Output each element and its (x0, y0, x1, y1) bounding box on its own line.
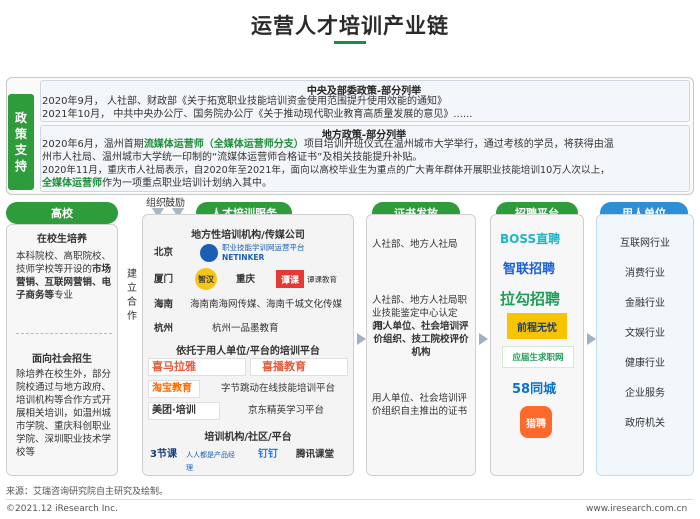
organize-label: 组织 (146, 198, 166, 209)
arrow-right-icon (587, 333, 596, 345)
certificate-item: 人社部、地方人社局职业技能鉴定中心认定的： (372, 295, 468, 332)
build-coop-char: 建 (127, 269, 137, 280)
hangzhou-org: 杭州一品墨教育 (212, 323, 279, 334)
platform-name: 淘宝教育 (152, 383, 192, 394)
gaoxiao-sec1-text: 本科院校、高职院校、技师学校等开设的市场营销、互联网营销、电子商务等专业 (16, 250, 112, 302)
employer-item: 消费行业 (625, 268, 665, 279)
platform-name: 京东精英学习平台 (247, 405, 324, 416)
gaoxiao-sec2-text: 除培养在校生外，部分院校通过与地方政府、培训机构等合作方式开展相关培训，如温州城… (16, 369, 112, 458)
local-policy-text: 作为一项重点职业培训计划纳入其中。 (102, 178, 272, 189)
local-policy-text: 2020年6月，温州首期 (42, 139, 144, 150)
beijing-org: NETINKER (222, 253, 265, 262)
local-policy-line: 2020年11月，重庆市人社局表示，自2020年至2021年，面向以高校毕业生为… (42, 165, 610, 176)
copyright: ©2021.12 iResearch Inc. (6, 504, 118, 514)
recruit-logo: 拉勾招聘 (500, 290, 561, 308)
build-coop-char: 立 (127, 283, 137, 294)
encourage-label: 鼓励 (165, 198, 185, 209)
local-policy-line: 州市人社局、温州城市大学统一印制的“流媒体运营师合格证书”及相关技能提升补贴。 (42, 152, 423, 163)
divider (16, 333, 112, 334)
policy-side-char: 持 (14, 159, 27, 173)
employer-item: 金融行业 (625, 298, 665, 309)
arrow-right-icon (479, 333, 488, 345)
local-policy-line: 2020年6月，温州首期流媒体运营师（全媒体运营师分支）项目培训开班仪式在温州城… (42, 138, 614, 152)
gaoxiao-sec1-text-a: 本科院校、高职院校、技师学校等开设的 (16, 251, 112, 275)
community-logo: 钉钉 (258, 449, 278, 460)
beijing-org: 职业技能学训网运营平台 (222, 243, 305, 252)
certificate-item: 用人单位、社会培训评价组织自主推出的证书 (372, 393, 468, 417)
platform-name: 字节跳动在线技能培训平台 (220, 383, 335, 394)
source-note: 来源：艾瑞咨询研究院自主研究及绘制。 (6, 487, 169, 497)
tanke-logo-icon: 谭课 (276, 270, 304, 288)
platform-name: 喜马拉雅 (152, 360, 196, 373)
zhihan-logo-icon: 智汉 (195, 268, 217, 290)
central-policy-heading: 中央及部委政策-部分列举 (306, 86, 422, 97)
policy-side-label: 政 策 支 持 (8, 94, 34, 190)
certificate-item: 人社部、地方人社局 (372, 239, 458, 250)
recruit-logo: 应届生求职网 (502, 346, 574, 368)
page-title: 运营人才培训产业链 (251, 14, 449, 38)
gaoxiao-sec1-text-b: 市场营销、互联网营销、电子商务等 (16, 264, 112, 301)
certificate-item: 用人单位、社会培训评价组织、技工院校评价机构 (373, 321, 469, 358)
local-policy-text: 项目培训开班仪式在温州城市大学举行，通过考核的学员，将获得由温 (303, 139, 614, 150)
training-panel (142, 214, 354, 476)
employer-item: 文娱行业 (625, 328, 665, 339)
employer-panel (596, 214, 694, 476)
gaoxiao-sec1-text-c: 专业 (54, 290, 74, 301)
city-label: 海南 (154, 299, 174, 310)
city-label: 北京 (154, 247, 174, 258)
local-policy-heading: 地方政策-部分列举 (321, 130, 407, 141)
employer-item: 互联网行业 (620, 238, 670, 249)
footer-divider (6, 499, 694, 500)
platform-name: 喜播教育 (262, 360, 306, 373)
arrow-down-icon (172, 208, 184, 218)
employer-item: 政府机关 (625, 418, 665, 429)
chongqing-org: 谭课教育 (307, 275, 337, 284)
footer-url: www.iresearch.com.cn (586, 504, 688, 514)
gaoxiao-sec2-title: 面向社会招生 (32, 354, 92, 365)
hainan-org: 海南南海网传媒、海南千城文化传媒 (190, 299, 343, 310)
city-label: 重庆 (236, 274, 256, 285)
build-coop-char: 合 (127, 297, 137, 308)
recruit-logo: 前程无忧 (507, 313, 567, 339)
community-logo: 3节课 (150, 449, 177, 460)
title-underline (334, 41, 366, 44)
recruit-logo: 智联招聘 (503, 262, 556, 277)
local-policy-line: 全媒体运营师作为一项重点职业培训计划纳入其中。 (42, 177, 272, 191)
local-policy-box (40, 125, 690, 192)
certificate-panel (366, 214, 476, 476)
city-label: 杭州 (154, 323, 174, 334)
community-logo: 人人都是产品经理 (186, 451, 235, 472)
platform-logo (148, 358, 246, 376)
gaoxiao-sec1-title: 在校生培养 (37, 234, 87, 245)
policy-side-char: 政 (14, 111, 27, 125)
local-policy-highlight: 流媒体运营师（全媒体运营师分支） (143, 139, 304, 150)
netinker-logo-icon (200, 244, 218, 262)
community-logo: 腾讯课堂 (296, 449, 335, 460)
platform-logo (148, 380, 200, 398)
policy-side-char: 策 (14, 127, 27, 141)
arrow-right-icon (357, 333, 366, 345)
platform-logo (148, 402, 220, 420)
gaoxiao-panel (6, 224, 118, 476)
central-policy-line: 2020年9月， 人社部、财政部《关于拓宽职业技能培训资金使用范围提升使用效能的… (42, 96, 447, 107)
build-cooperation-label: 建 立 合 作 (126, 268, 138, 324)
recruit-logo: 猎聘 (520, 406, 552, 438)
employer-item: 企业服务 (625, 388, 665, 399)
central-policy-line: 2021年10月， 中共中央办公厅、国务院办公厅《关于推动现代职业教育高质量发展… (42, 109, 473, 120)
local-policy-highlight: 全媒体运营师 (42, 178, 102, 189)
central-policy-box (40, 80, 690, 122)
platform-logo (250, 358, 348, 376)
platform-name: 美团·培训 (152, 405, 196, 416)
recruit-logo: BOSS直聘 (500, 232, 561, 246)
local-org-title: 地方性培训机构/传媒公司 (191, 230, 305, 241)
build-coop-char: 作 (127, 311, 137, 322)
city-label: 厦门 (154, 274, 174, 285)
policy-side-char: 支 (14, 143, 27, 157)
arrow-down-icon (152, 208, 164, 218)
employer-item: 健康行业 (625, 358, 665, 369)
platform-title: 依托于用人单位/平台的培训平台 (176, 346, 320, 357)
community-title: 培训机构/社区/平台 (204, 432, 292, 443)
recruit-logo: 58同城 (512, 382, 557, 397)
gaoxiao-header: 高校 (6, 202, 118, 224)
